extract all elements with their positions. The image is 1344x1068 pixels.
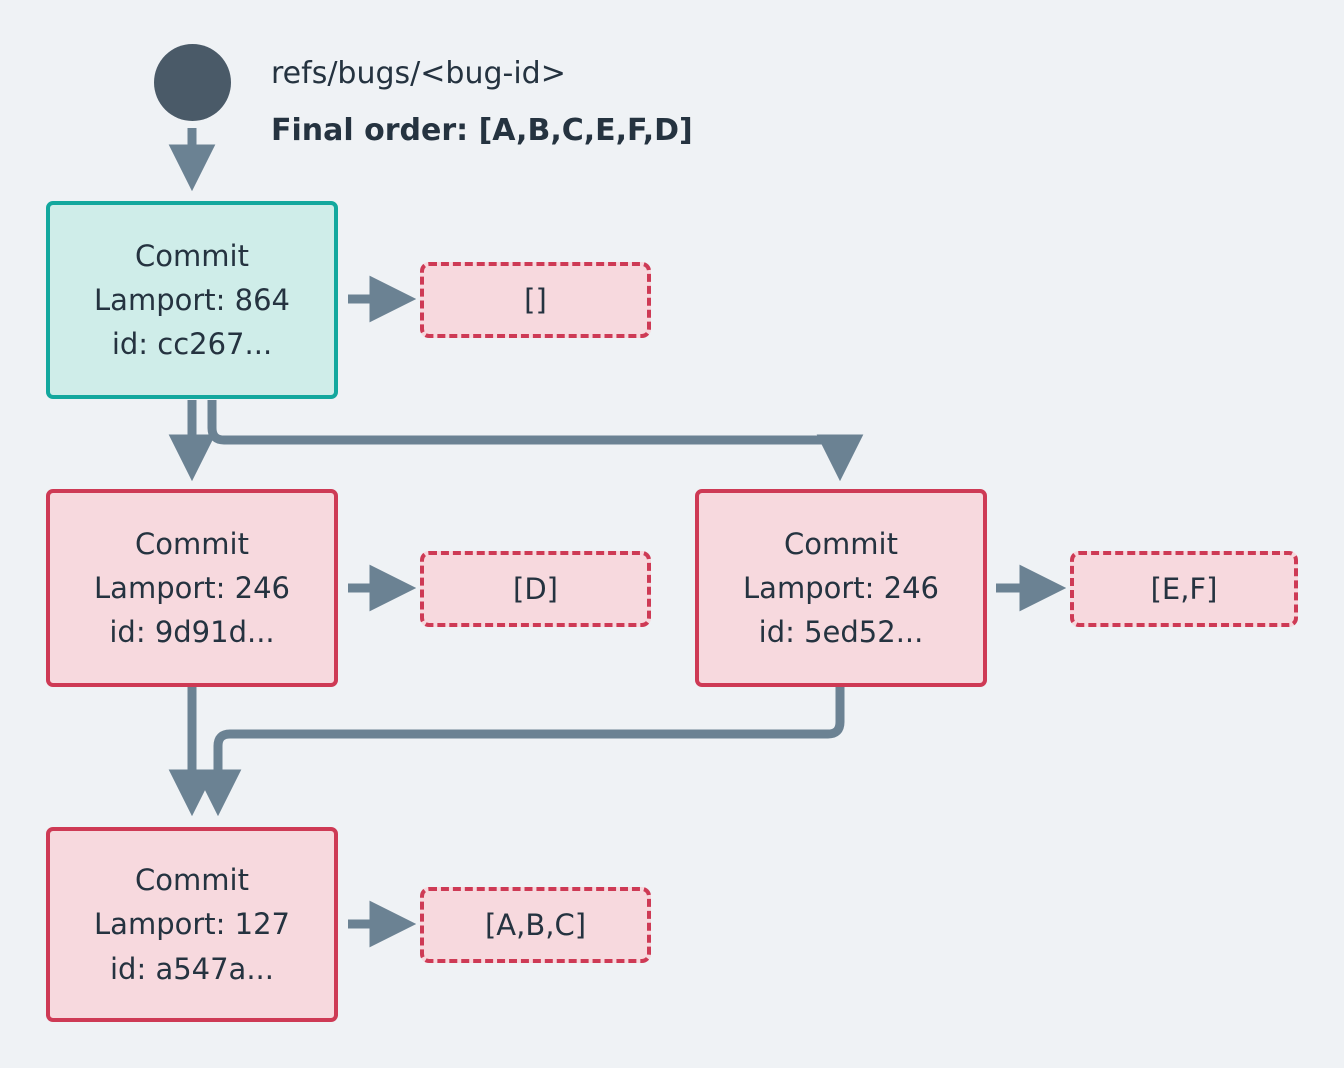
commit-id: id: 5ed52... [758,615,924,650]
commit-lamport: Lamport: 864 [94,282,290,317]
commit-lamport: Lamport: 127 [94,907,290,942]
edge-head-to-commit-5ed52 [207,400,864,482]
edge-commit-5ed52-to-a547a [194,687,845,817]
final-order-label: Final order: [A,B,C,E,F,D] [271,113,693,148]
operations-label: [A,B,C] [484,908,587,942]
commit-lamport: Lamport: 246 [743,570,939,605]
commit-id: id: a547a... [109,951,274,986]
ref-name-label: refs/bugs/<bug-id> [271,56,566,91]
commit-id: id: cc267... [111,327,273,362]
operations-label: [D] [513,572,558,606]
commit-title: Commit [135,863,249,898]
ref-pointer-dot [154,44,231,121]
commit-title: Commit [135,526,249,561]
operations-label: [E,F] [1150,572,1218,606]
commit-node-5ed52[interactable]: Commit Lamport: 246 id: 5ed52... [695,489,987,687]
operations-box-cc267[interactable]: [] [420,262,651,338]
commit-id: id: 9d91d... [109,615,275,650]
commit-lamport: Lamport: 246 [94,570,290,605]
operations-box-9d91d[interactable]: [D] [420,551,651,627]
operations-box-a547a[interactable]: [A,B,C] [420,887,651,963]
commit-node-a547a[interactable]: Commit Lamport: 127 id: a547a... [46,827,338,1022]
commit-node-9d91d[interactable]: Commit Lamport: 246 id: 9d91d... [46,489,338,687]
commit-node-cc267[interactable]: Commit Lamport: 864 id: cc267... [46,201,338,399]
operations-box-5ed52[interactable]: [E,F] [1070,551,1298,627]
commit-title: Commit [135,238,249,273]
operations-label: [] [524,283,547,317]
commit-title: Commit [784,526,898,561]
